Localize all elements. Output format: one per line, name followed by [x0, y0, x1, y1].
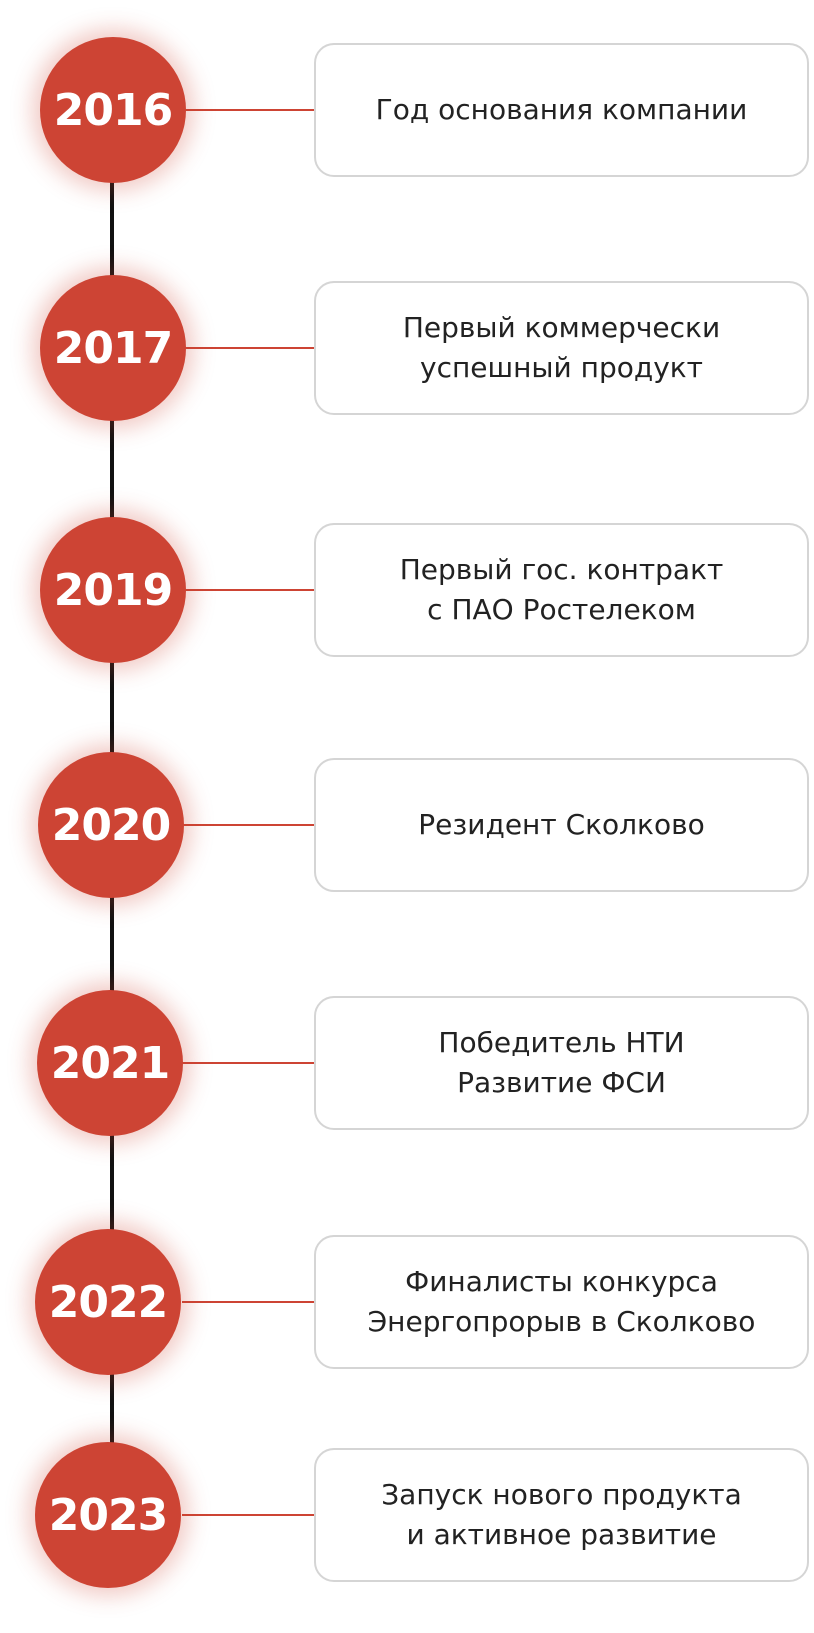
milestone-text: Запуск нового продукта	[381, 1478, 742, 1511]
year-badge: 2022	[35, 1229, 181, 1375]
milestone-card: Год основания компании	[314, 43, 809, 177]
milestone-text: Победитель НТИ	[438, 1026, 685, 1059]
connector-line	[182, 1301, 314, 1303]
connector-line	[182, 109, 314, 111]
milestone-card: Резидент Сколково	[314, 758, 809, 892]
connector-line	[182, 589, 314, 591]
milestone-card: Запуск нового продукта и активное развити…	[314, 1448, 809, 1582]
milestone-card: Победитель НТИ Развитие ФСИ	[314, 996, 809, 1130]
milestone-text: Год основания компании	[375, 93, 748, 126]
milestone-card: Первый коммерчески успешный продукт	[314, 281, 809, 415]
milestone-text: успешный продукт	[420, 351, 703, 384]
milestone-text: Энергопрорыв в Сколково	[367, 1305, 756, 1338]
milestone-text: Финалисты конкурса	[405, 1265, 718, 1298]
milestone-text: с ПАО Ростелеком	[427, 593, 696, 626]
year-badge: 2017	[40, 275, 186, 421]
connector-line	[182, 824, 314, 826]
milestone-text: Первый коммерчески	[402, 311, 721, 344]
connector-line	[182, 1062, 314, 1064]
year-badge: 2020	[38, 752, 184, 898]
milestone-text: и активное развитие	[406, 1518, 717, 1551]
year-badge: 2016	[40, 37, 186, 183]
connector-line	[182, 1514, 314, 1516]
year-badge: 2023	[35, 1442, 181, 1588]
connector-line	[182, 347, 314, 349]
milestone-text: Первый гос. контракт	[399, 553, 724, 586]
milestone-text: Резидент Сколково	[418, 808, 705, 841]
milestone-card: Первый гос. контракт с ПАО Ростелеком	[314, 523, 809, 657]
year-badge: 2019	[40, 517, 186, 663]
year-badge: 2021	[37, 990, 183, 1136]
milestone-text: Развитие ФСИ	[457, 1066, 666, 1099]
